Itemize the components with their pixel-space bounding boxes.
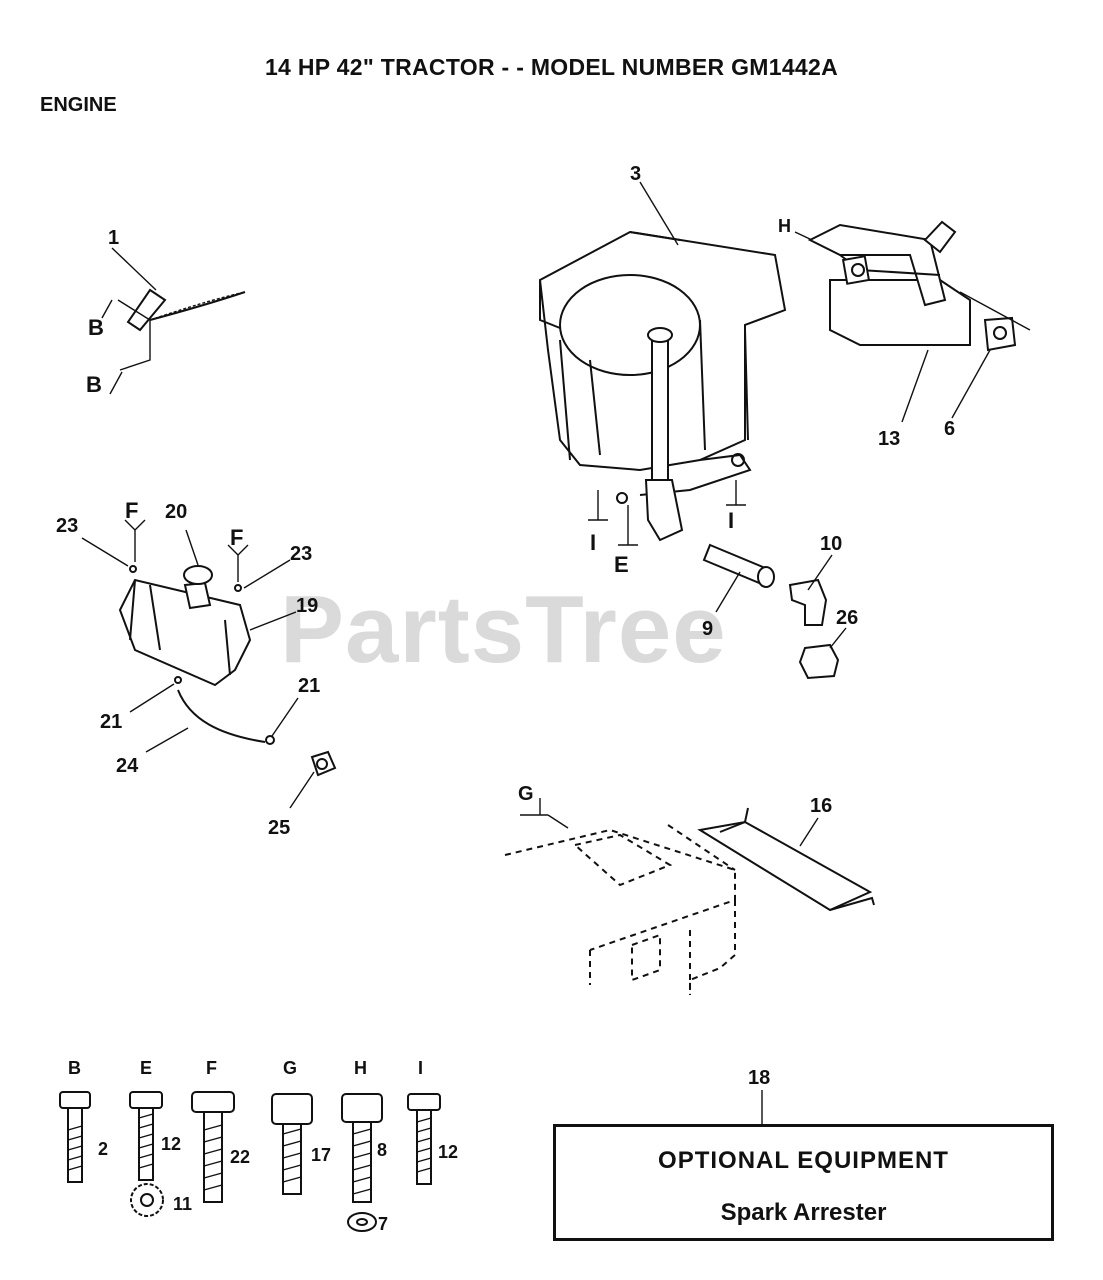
- fastener-letter-e: E: [140, 1058, 152, 1078]
- spark-arrester-label: Spark Arrester: [720, 1199, 887, 1226]
- callout-13: 13: [878, 428, 900, 450]
- callout-21-a: 21: [100, 711, 122, 733]
- ref-g: G: [518, 783, 534, 805]
- bolt-g: [271, 1093, 313, 1195]
- fuel-tank-part: [118, 565, 337, 777]
- ref-b-2: B: [86, 372, 102, 397]
- callout-3: 3: [630, 163, 641, 185]
- fastener-letter-i: I: [418, 1058, 423, 1078]
- fastener-part-h: 8: [377, 1140, 387, 1160]
- fastener-part-g: 17: [311, 1145, 331, 1165]
- callout-23-a: 23: [56, 515, 78, 537]
- bolt-h: [341, 1093, 383, 1232]
- callout-1: 1: [108, 227, 119, 249]
- callout-16: 16: [810, 795, 832, 817]
- bolt-e: [129, 1091, 164, 1217]
- bolt-i: [407, 1093, 441, 1185]
- fastener-letter-b: B: [68, 1058, 81, 1078]
- ref-b-1: B: [88, 315, 104, 340]
- callout-6: 6: [944, 418, 955, 440]
- callout-21-b: 21: [298, 675, 320, 697]
- ref-e: E: [614, 552, 629, 577]
- fastener-row: [59, 1091, 441, 1232]
- ref-h: H: [778, 216, 791, 236]
- watermark: PartsTree: [280, 576, 727, 683]
- washer-7-label: 7: [378, 1214, 388, 1234]
- callout-10: 10: [820, 533, 842, 555]
- callout-24: 24: [116, 755, 139, 777]
- callout-9: 9: [702, 618, 713, 640]
- fastener-part-b: 2: [98, 1139, 108, 1159]
- washer-11-label: 11: [173, 1194, 192, 1214]
- bolt-b: [59, 1091, 91, 1183]
- optional-equipment-box: OPTIONAL EQUIPMENT Spark Arrester: [553, 1124, 1054, 1241]
- optional-equipment-title: OPTIONAL EQUIPMENT: [658, 1147, 949, 1174]
- bolt-f: [191, 1091, 235, 1203]
- diagram-title: 14 HP 42" TRACTOR - - MODEL NUMBER GM144…: [264, 54, 839, 80]
- callout-25: 25: [268, 817, 290, 839]
- fastener-letter-h: H: [354, 1058, 367, 1078]
- fastener-letter-f: F: [206, 1058, 217, 1078]
- ref-f-2: F: [230, 525, 243, 550]
- fastener-part-i: 12: [438, 1142, 458, 1162]
- ref-i-2: I: [728, 508, 734, 533]
- section-label: ENGINE: [40, 94, 117, 116]
- callout-19: 19: [296, 595, 318, 617]
- callout-18: 18: [748, 1067, 770, 1089]
- callout-20: 20: [165, 501, 187, 523]
- heat-shield-part: [504, 798, 875, 995]
- cable-clamp-part: [101, 247, 246, 395]
- callout-23-b: 23: [290, 543, 312, 565]
- ref-f-1: F: [125, 498, 138, 523]
- fastener-part-e: 12: [161, 1134, 181, 1154]
- fastener-letter-g: G: [283, 1058, 297, 1078]
- muffler-part: [794, 220, 1031, 352]
- engine-part: [538, 230, 787, 542]
- ref-i-1: I: [590, 530, 596, 555]
- fastener-part-f: 22: [230, 1147, 250, 1167]
- drain-fittings: [702, 543, 840, 680]
- callout-26: 26: [836, 607, 858, 629]
